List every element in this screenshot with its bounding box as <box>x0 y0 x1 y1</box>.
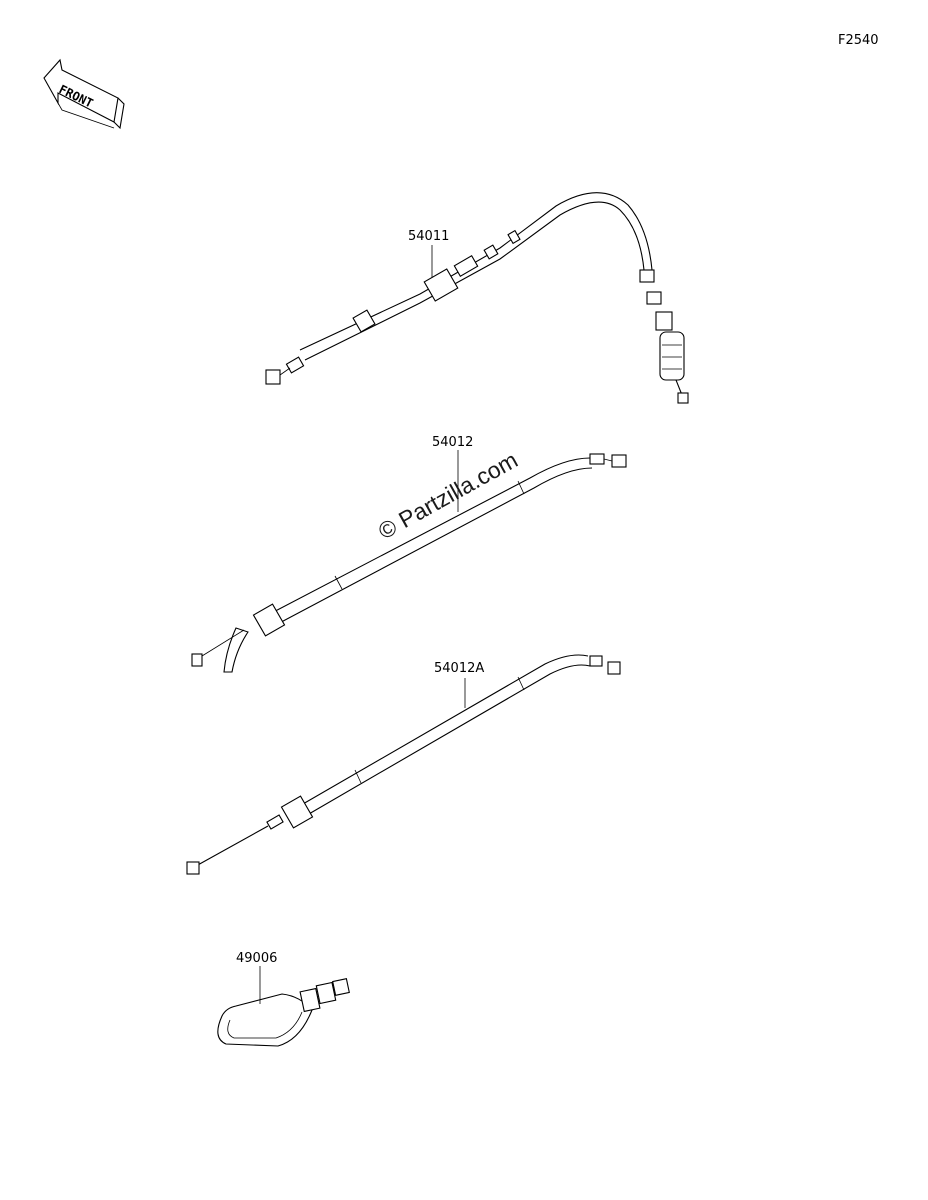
cable-54012 <box>191 453 627 673</box>
part-number-54011: 54011 <box>408 229 449 244</box>
part-number-54012: 54012 <box>432 435 473 450</box>
cover-49006 <box>217 978 350 1047</box>
front-arrow-icon: FRONT <box>43 58 125 130</box>
part-number-54012A: 54012A <box>434 661 484 676</box>
cable-54012A <box>186 654 621 875</box>
part-number-49006: 49006 <box>236 951 277 966</box>
watermark: © Partzilla.com <box>374 446 522 544</box>
cable-54011 <box>265 192 689 404</box>
diagram-code: F2540 <box>838 33 879 48</box>
